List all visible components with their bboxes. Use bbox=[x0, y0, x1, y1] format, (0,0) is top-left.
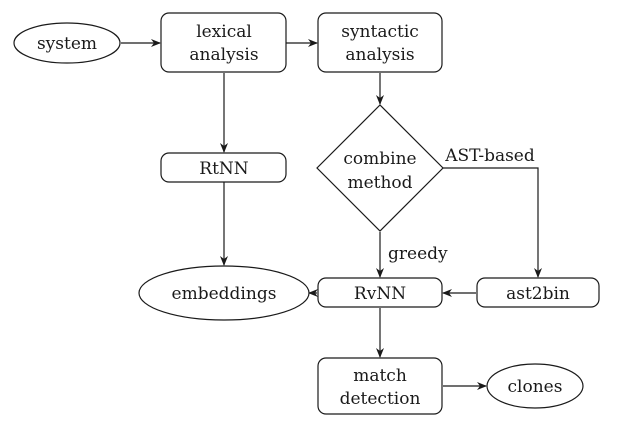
node-clones: clones bbox=[486, 363, 584, 409]
node-lexical-analysis: lexical analysis bbox=[160, 12, 287, 73]
node-embeddings-label: embeddings bbox=[172, 284, 277, 304]
node-combine-line1: combine bbox=[343, 149, 416, 169]
node-lexical-line2: analysis bbox=[189, 45, 258, 65]
node-match-line2: detection bbox=[340, 389, 421, 409]
node-syntactic-line2: analysis bbox=[345, 45, 414, 65]
edge-label-greedy: greedy bbox=[388, 244, 448, 264]
node-syntactic-analysis: syntactic analysis bbox=[317, 12, 443, 73]
node-rtnn-label: RtNN bbox=[199, 159, 249, 179]
edge-label-ast-based: AST-based bbox=[444, 146, 535, 166]
node-syntactic-line1: syntactic bbox=[341, 22, 419, 42]
node-embeddings: embeddings bbox=[138, 265, 310, 321]
node-combine-method: combine method bbox=[316, 104, 444, 232]
node-rvnn-label: RvNN bbox=[354, 284, 406, 304]
node-lexical-line1: lexical bbox=[196, 22, 252, 42]
node-rvnn: RvNN bbox=[317, 277, 443, 308]
node-system: system bbox=[13, 22, 121, 64]
node-match-detection: match detection bbox=[317, 357, 443, 415]
node-combine-line2: method bbox=[347, 173, 412, 193]
node-clones-label: clones bbox=[508, 377, 563, 397]
node-rtnn: RtNN bbox=[160, 152, 287, 183]
edge-combine-to-ast2bin bbox=[443, 167, 542, 278]
edges bbox=[121, 39, 542, 390]
node-system-label: system bbox=[37, 34, 97, 54]
node-ast2bin-label: ast2bin bbox=[506, 284, 570, 304]
node-match-line1: match bbox=[353, 366, 407, 386]
node-ast2bin: ast2bin bbox=[476, 277, 600, 308]
